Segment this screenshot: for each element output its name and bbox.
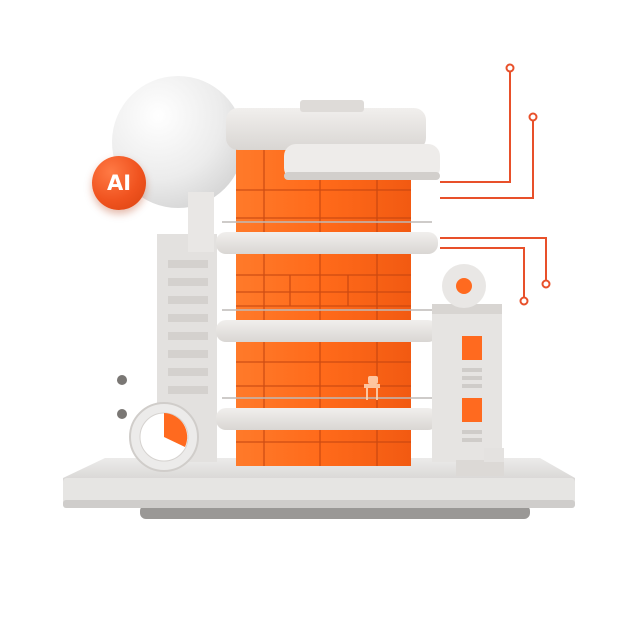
step-block [456,460,504,476]
circuit-lines [440,70,547,300]
dot-shape [117,375,127,385]
chair-shape [364,376,380,400]
circuit-nodes [505,63,551,306]
right-window-top [462,336,482,360]
roof [226,108,426,150]
top-canopy [284,144,440,180]
floor-slabs [216,232,438,430]
right-tower [432,304,502,462]
base-platform-shadow [140,505,530,519]
stair-steps [168,260,208,394]
ai-badge: AI [92,156,146,210]
railings [222,221,432,399]
dot-shape [117,409,127,419]
pie-slice [164,413,188,447]
right-window-bottom [462,398,482,422]
